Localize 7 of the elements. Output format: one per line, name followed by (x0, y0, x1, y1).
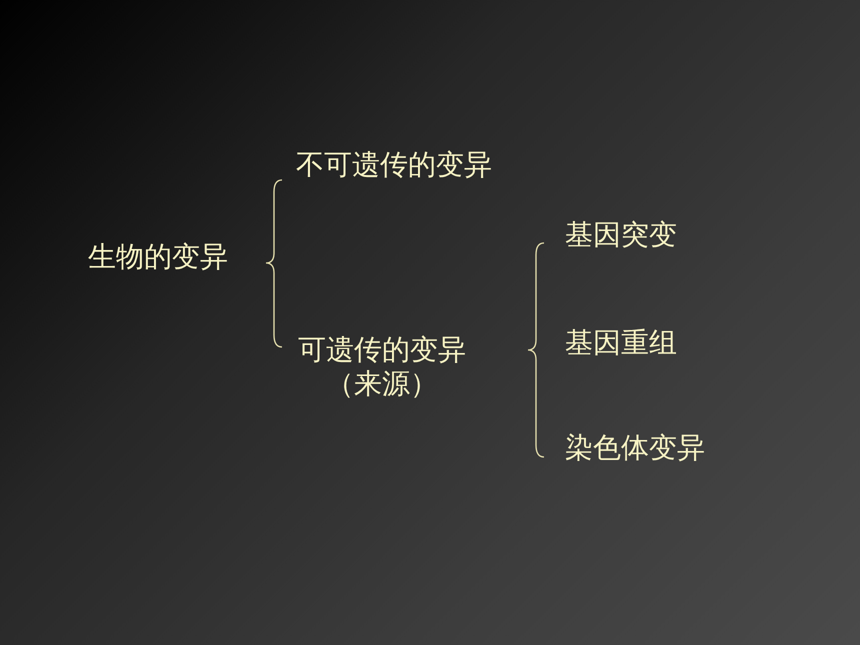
category-label: 染色体变异 (565, 431, 705, 465)
category-label: 生物的变异 (88, 240, 228, 274)
category-label: 可遗传的变异 (298, 333, 466, 367)
category-label: 基因重组 (565, 326, 677, 360)
category-label: 基因突变 (565, 218, 677, 252)
category-label: 不可遗传的变异 (296, 148, 492, 182)
category-label: （来源） (325, 367, 439, 401)
